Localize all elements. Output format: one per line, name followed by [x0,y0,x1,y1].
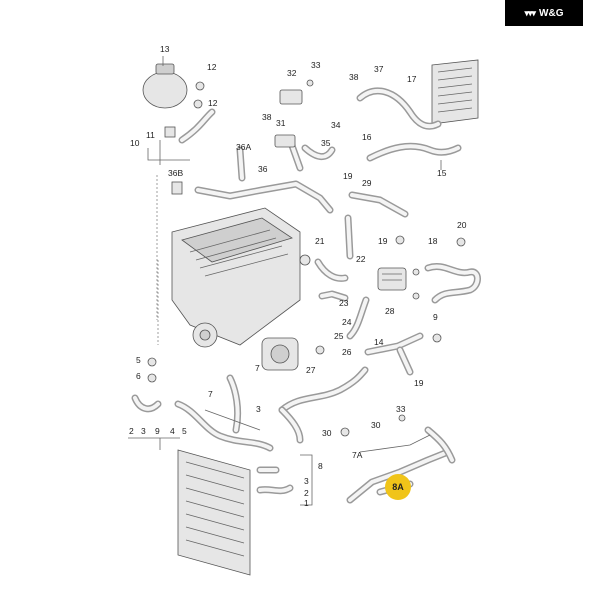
callout-label: 35 [321,138,331,148]
callout-label: 26 [342,347,352,357]
callout-label: 5 [182,426,187,436]
valve-assembly [274,79,336,160]
callout-label: 9 [433,312,438,322]
callout-label: 25 [334,331,344,341]
callout-label: 4 [170,426,175,436]
alternator [261,337,299,371]
callout-label: 16 [362,132,372,142]
callout-label: 2 [129,426,134,436]
expansion-tank [142,56,188,109]
callout-label: 31 [276,118,286,128]
callout-label: 17 [407,74,417,84]
callout-label: 36A [236,142,251,152]
callout-label: 7 [255,363,260,373]
callout-label: 22 [356,254,366,264]
callout-label: 3 [304,476,309,486]
callout-label: 20 [457,220,467,230]
callout-label: 18 [428,236,438,246]
callout-label: 14 [374,337,384,347]
callout-label: 30 [322,428,332,438]
callout-label: 24 [342,317,352,327]
callout-label: 15 [437,168,447,178]
callout-label: 37 [374,64,384,74]
callout-label: 36 [258,164,268,174]
callout-label: 19 [343,171,353,181]
callout-label: 2 [304,488,309,498]
callout-label: 8 [318,461,323,471]
tank-connectors [147,81,216,165]
highlight-callout-8a: 8A [385,474,411,500]
brand-text: W&G [539,7,564,19]
heater-core [431,59,479,125]
callout-label: 3 [256,404,261,414]
callout-label: 34 [331,120,341,130]
callout-label: 32 [287,68,297,78]
callout-label: 27 [306,365,316,375]
callout-label: 6 [136,371,141,381]
callout-label: 5 [136,355,141,365]
callout-labels: 13 12 12 11 10 36B 36A 38 31 32 33 34 35… [129,44,467,508]
callout-label: 19 [414,378,424,388]
highlight-label: 8A [392,482,404,492]
callout-label: 1 [304,498,309,508]
callout-label: 30 [371,420,381,430]
callout-label: 23 [339,298,349,308]
radiator [177,449,251,576]
brand-badge: ▾▾▾ W&G [505,0,583,26]
callout-label: 38 [349,72,359,82]
callout-label: 29 [362,178,372,188]
callout-label: 13 [160,44,170,54]
callout-label: 12 [207,62,217,72]
callout-label: 21 [315,236,325,246]
callout-label: 7 [208,389,213,399]
callout-label: 10 [130,138,140,148]
callout-label: 9 [155,426,160,436]
callout-label: 12 [208,98,218,108]
callout-label: 7A [352,450,363,460]
oil-cooler [377,267,407,291]
callout-label: 33 [396,404,406,414]
callout-label: 36B [168,168,183,178]
callout-label: 38 [262,112,272,122]
callout-label: 3 [141,426,146,436]
callout-label: 33 [311,60,321,70]
callout-label: 28 [385,306,395,316]
brand-logo-icon: ▾▾▾ [524,7,536,18]
callout-label: 19 [378,236,388,246]
engine-block [171,207,301,348]
callout-label: 11 [146,130,155,140]
